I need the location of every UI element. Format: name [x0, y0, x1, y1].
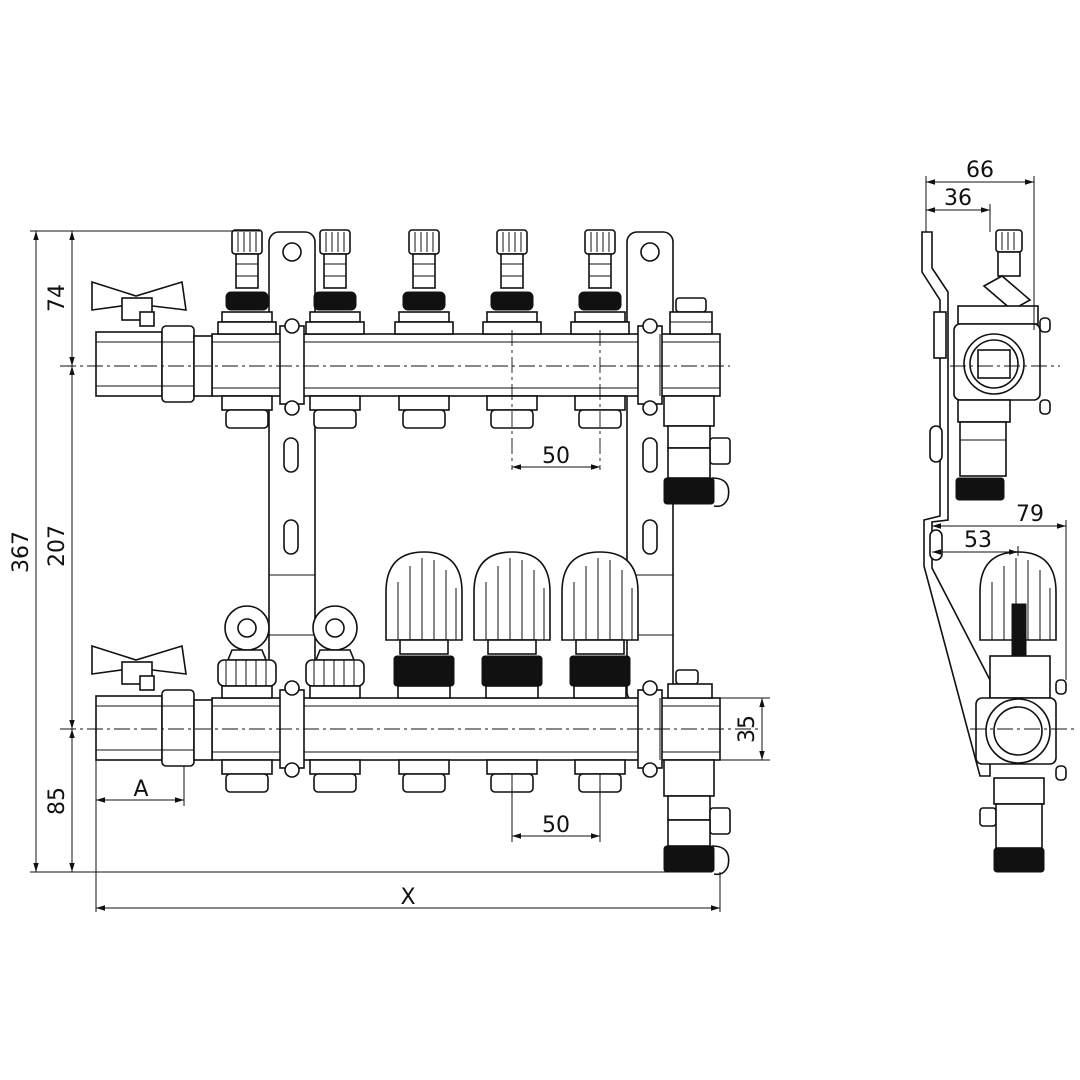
- dim-side-depth-inner: 36: [944, 186, 972, 211]
- air-vent-bottom: [667, 669, 713, 699]
- dim-bottom-segment: 85: [45, 787, 70, 815]
- dim-side-depth-total: 66: [966, 158, 994, 183]
- flow-meter-4: [482, 229, 542, 335]
- side-dimensions: 66 36 79 53: [925, 158, 1076, 730]
- front-dimensions: 367 74 207 85 50 50 35 A X: [9, 230, 770, 912]
- flow-meter-3: [394, 229, 454, 335]
- dim-inlet-length: A: [133, 777, 148, 802]
- flow-meter-1: [217, 229, 277, 335]
- side-flow-meter: [957, 229, 1039, 325]
- side-thermostatic-head: [979, 551, 1057, 699]
- flow-meter-2: [305, 229, 365, 335]
- manual-valve-2: [305, 605, 365, 699]
- ball-valve-return: [91, 644, 213, 767]
- thermostatic-head-2: [473, 551, 551, 699]
- air-vent-top: [669, 297, 713, 335]
- front-view: [60, 229, 760, 876]
- dim-outlet-spacing-bottom: 50: [542, 813, 570, 838]
- side-supply-outlet: [955, 399, 1011, 501]
- dim-overall-width: X: [400, 885, 415, 910]
- dim-outlet-spacing-top: 50: [542, 444, 570, 469]
- thermostatic-head-1: [385, 551, 463, 699]
- manual-valve-1: [217, 605, 277, 699]
- drain-valve-top: [663, 395, 731, 508]
- flow-meter-5: [570, 229, 630, 335]
- side-view: [921, 229, 1067, 873]
- dim-overall-height: 367: [9, 531, 34, 573]
- side-return-outlet: [979, 777, 1045, 873]
- center-lines-front: [60, 330, 760, 730]
- supply-manifold-bar: [211, 318, 721, 416]
- dim-side-lower-total: 79: [1016, 502, 1044, 527]
- ball-valve-supply: [91, 280, 213, 403]
- side-label-plate: [933, 311, 947, 359]
- thermostatic-head-3: [561, 551, 639, 699]
- dim-top-segment: 74: [45, 284, 70, 312]
- dim-bar-height: 35: [735, 715, 760, 743]
- drain-valve-bottom: [663, 759, 731, 876]
- dim-middle-segment: 207: [45, 525, 70, 567]
- side-return-bar: [975, 679, 1067, 781]
- return-outlet-fittings: [221, 759, 626, 793]
- mounting-bracket-left: [268, 231, 316, 703]
- side-supply-bar: [953, 317, 1051, 415]
- dim-side-lower-inner: 53: [964, 528, 992, 553]
